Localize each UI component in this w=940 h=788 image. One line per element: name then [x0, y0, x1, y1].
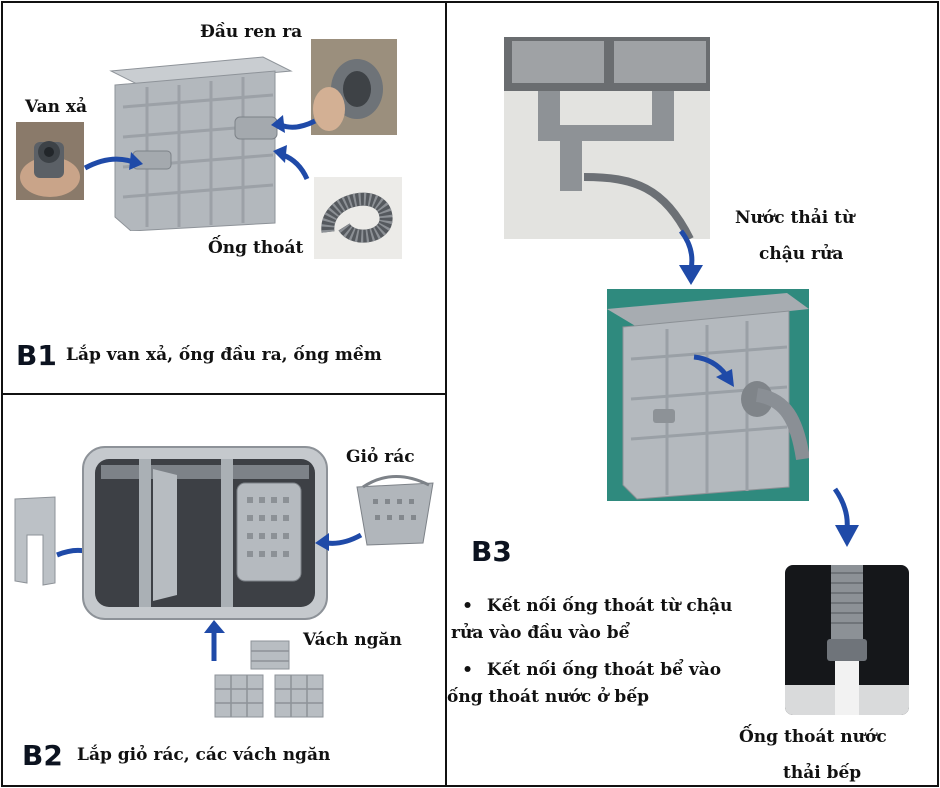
partition-grids-illustration	[214, 640, 324, 718]
instruction-text-line2: rửa vào đầu vào bể	[451, 623, 630, 643]
arrow-outlet	[271, 115, 317, 133]
label-drain-hose: Ống thoát	[208, 238, 304, 258]
tank-illustration	[103, 47, 298, 231]
label-trash-basket: Giỏ rác	[346, 447, 415, 467]
instruction-text-line1: Kết nối ống thoát bể vào	[486, 660, 722, 680]
label-kitchen-drain-line2: thải bếp	[783, 763, 862, 783]
label-drain-valve: Van xả	[25, 97, 88, 117]
tank-top-view	[81, 445, 329, 621]
arrow-hose	[273, 145, 310, 181]
caption-step-1: Lắp van xả, ống đầu ra, ống mềm	[66, 345, 382, 365]
instruction-text-line2: ống thoát nước ở bếp	[447, 687, 650, 707]
label-outlet-thread: Đầu ren ra	[200, 22, 303, 42]
instruction-text-line1: Kết nối ống thoát từ chậu	[486, 596, 733, 616]
instruction-item: • Kết nối ống thoát bể vào ống thoát nướ…	[447, 657, 787, 711]
sink-plumbing-photo	[504, 37, 710, 239]
arrow-partitions-up	[204, 620, 225, 661]
arrow-basket	[315, 532, 363, 551]
label-sink-wastewater-line2: chậu rửa	[759, 244, 844, 264]
step-label-b2: B2	[22, 739, 63, 772]
partition-plate-illustration	[14, 496, 56, 586]
installed-tank-photo	[607, 289, 809, 501]
trash-basket-illustration	[356, 475, 434, 546]
outlet-thread-photo	[311, 39, 397, 135]
panel-step-2: Giỏ rác Vách ngăn B2 Lắp g	[1, 393, 447, 787]
label-sink-wastewater-line1: Nước thải từ	[735, 208, 855, 228]
drain-hose-photo	[314, 177, 402, 259]
panel-step-1: Đầu ren ra Van xả Ống thoát	[1, 1, 447, 395]
step-label-b1: B1	[16, 339, 57, 372]
arrow-into-tank	[693, 354, 734, 387]
bullet-dot: •	[462, 596, 473, 616]
label-partitions: Vách ngăn	[303, 630, 402, 650]
caption-step-2: Lắp giỏ rác, các vách ngăn	[77, 745, 331, 765]
instruction-item: • Kết nối ống thoát từ chậu rửa vào đầu …	[447, 593, 787, 647]
arrow-valve	[83, 152, 143, 171]
instructions-list: • Kết nối ống thoát từ chậu rửa vào đầu …	[447, 593, 787, 711]
label-kitchen-drain-line1: Ống thoát nước	[739, 727, 887, 747]
valve-photo	[16, 122, 84, 200]
arrow-tank-to-drain	[832, 487, 859, 547]
bullet-dot: •	[462, 660, 473, 680]
panel-step-3: Nước thải từ chậu rửa	[445, 1, 939, 787]
arrow-sink-to-tank	[678, 229, 703, 285]
kitchen-drain-photo	[785, 565, 909, 715]
step-label-b3: B3	[471, 535, 512, 568]
